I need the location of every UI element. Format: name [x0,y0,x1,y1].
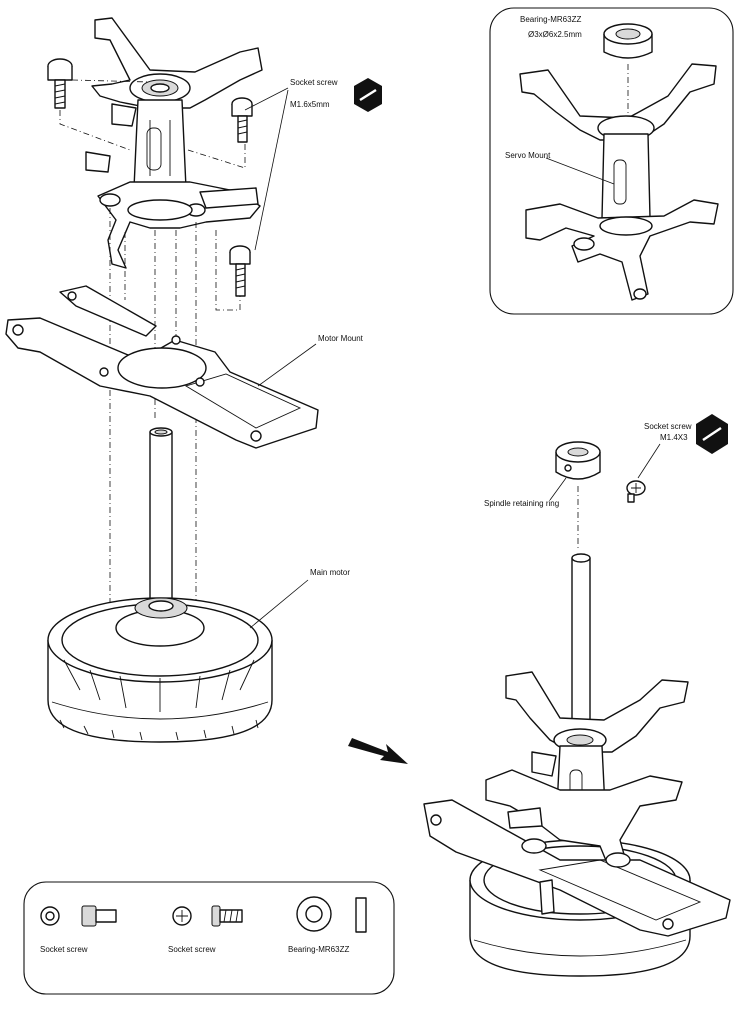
legend-box [23,881,395,995]
hex-wrench-icon [354,78,382,112]
socket-screw-low [229,245,251,297]
spindle-ring-label: Spindle retaining ring [484,499,559,508]
servo-mount-exploded [85,17,263,269]
socket-screw-top-label: Socket screw [290,78,338,87]
legend-phillips-screw-icon [172,905,243,927]
motor-mount-plate [5,285,319,449]
socket-screw-top-size: M1.6x5mm [290,100,330,109]
legend-item-1: Socket screw [40,945,88,954]
main-motor [47,427,273,743]
legend-socket-screw-icon [40,905,117,927]
servo-mount-label: Servo Mount [505,151,551,160]
socket-screw-right-label: Socket screw [644,422,692,431]
legend-item-3: Bearing-MR63ZZ [288,945,349,954]
motor-mount-label: Motor Mount [318,334,364,343]
bearing-dims: Ø3xØ6x2.5mm [528,30,582,39]
socket-screw-mid [231,97,253,143]
hex-wrench-icon [696,414,728,454]
spindle-retaining-ring [555,441,601,480]
arrow-icon [348,738,408,764]
legend-item-2: Socket screw [168,945,216,954]
servo-mount-detail [519,63,719,301]
small-screw [626,480,646,503]
assembled-view [423,553,731,977]
main-motor-label: Main motor [310,568,350,577]
socket-screw-left [47,58,73,109]
detail-box [489,7,734,315]
legend-bearing-icon [296,896,367,933]
socket-screw-right-size: M1.4X3 [660,433,688,442]
bearing [603,23,653,59]
bearing-title: Bearing-MR63ZZ [520,15,581,24]
